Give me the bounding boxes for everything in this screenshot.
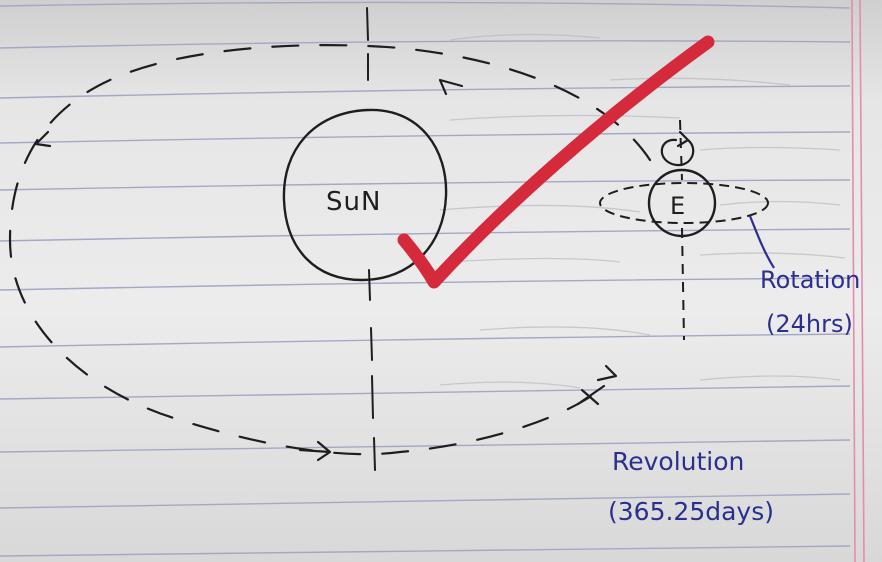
earth-circle — [647, 168, 717, 238]
earth: E — [599, 119, 769, 341]
rotation-period: (24hrs) — [766, 310, 853, 338]
rotation-arrow-icon — [660, 130, 695, 167]
margin-lines — [851, 0, 865, 562]
revolution-label: Revolution — [612, 447, 744, 476]
sun-axis-line — [366, 7, 376, 471]
sun: SuN — [282, 108, 448, 282]
earth-label: E — [670, 192, 685, 220]
rotation-leader-line — [748, 215, 775, 269]
orbit-arrows — [34, 78, 618, 462]
earth-ring-ellipse — [599, 182, 769, 224]
sun-circle — [282, 108, 448, 282]
earth-axis-line — [679, 119, 685, 341]
revolution-period: (365.25days) — [608, 497, 774, 526]
show-through-marks — [439, 33, 846, 389]
notebook-ruled-lines — [0, 1, 851, 557]
sun-label: SuN — [326, 187, 381, 217]
earth-orbit-path — [8, 44, 652, 456]
rotation-label: Rotation — [760, 266, 860, 294]
check-mark-icon — [397, 35, 715, 289]
